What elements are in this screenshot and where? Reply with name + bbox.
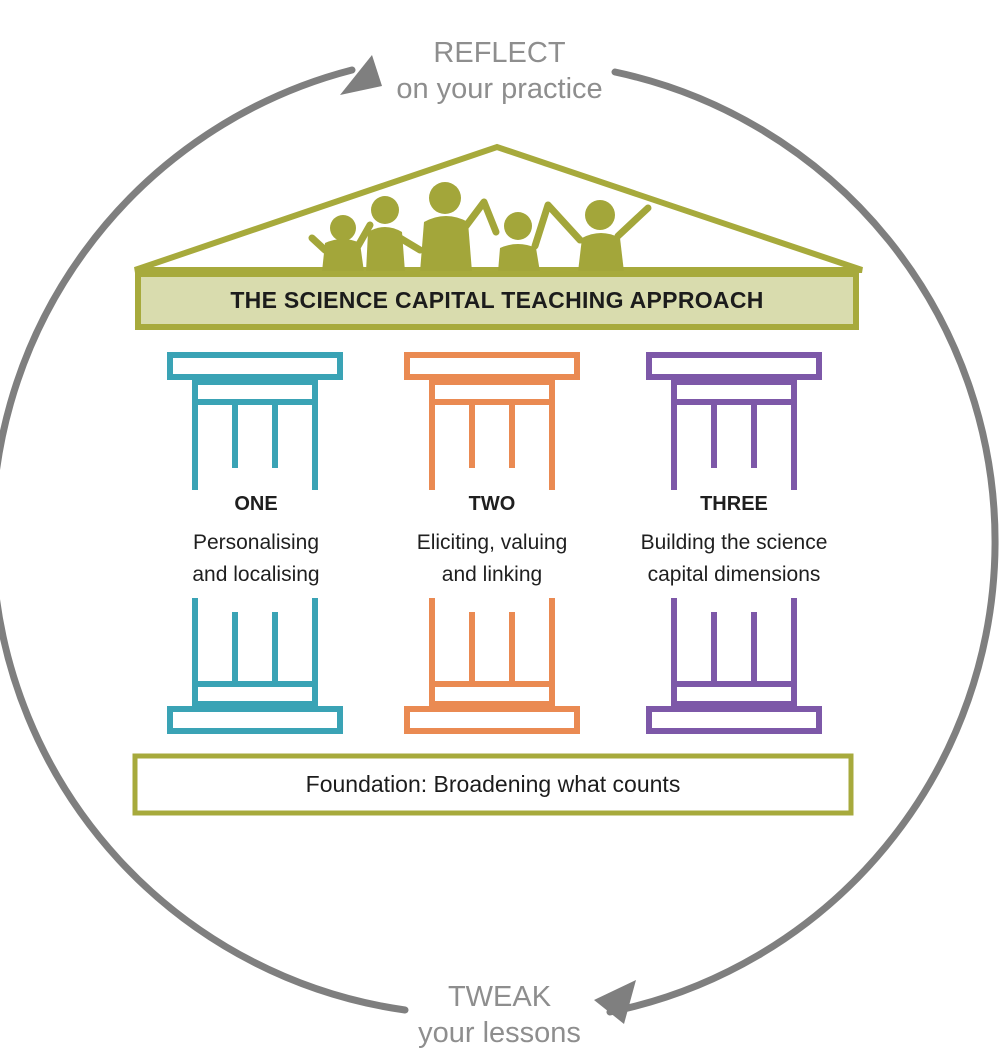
tweak-subtitle: your lessons [418,1017,581,1049]
arrowhead-top-icon [340,55,382,95]
pillar-three-number: THREE [700,493,768,515]
pillar-two-capital-bottom [429,379,555,405]
pillar-three-capital-bottom [671,379,797,405]
reflect-title: REFLECT [433,37,566,69]
cycle-arc-right [606,68,999,1016]
foundation-box [132,753,854,816]
cycle-arrows [0,55,999,1024]
pillar-one-line1: Personalising [192,531,320,554]
roof [134,143,863,330]
pillar-three-line1: Building the science [640,531,828,554]
pillars [167,352,822,734]
pillar-three-capital-top [646,352,822,380]
reflect-subtitle: on your practice [396,73,603,105]
cycle-arc-left [0,66,409,1014]
pillar-three-base-top [671,681,797,707]
roof-pediment [134,143,863,273]
pillar-one-capital-top [167,352,343,380]
children-holding-hands-icon [308,182,652,272]
arrowhead-bottom-icon [594,980,636,1024]
pillar-one-base-bottom [167,706,343,734]
approach-banner-title: THE SCIENCE CAPITAL TEACHING APPROACH [230,287,764,313]
pillar-three-base-bottom [646,706,822,734]
pillar-two-base-top [429,681,555,707]
pillar-two-capital-top [404,352,580,380]
pillar-one-base-top [192,681,318,707]
pillar-one-line2: and localising [192,563,320,586]
pillar-two-line1: Eliciting, valuing [416,531,568,554]
foundation-label: Foundation: Broadening what counts [305,771,681,797]
pillar-two-base-bottom [404,706,580,734]
pillar-two-number: TWO [468,493,516,515]
pillar-three-line2: capital dimensions [647,563,821,586]
pillar-one-capital-bottom [192,379,318,405]
pillar-one-number: ONE [234,493,278,515]
banner-box [135,271,859,330]
tweak-title: TWEAK [447,981,552,1013]
pillar-two-line2: and linking [441,563,543,586]
